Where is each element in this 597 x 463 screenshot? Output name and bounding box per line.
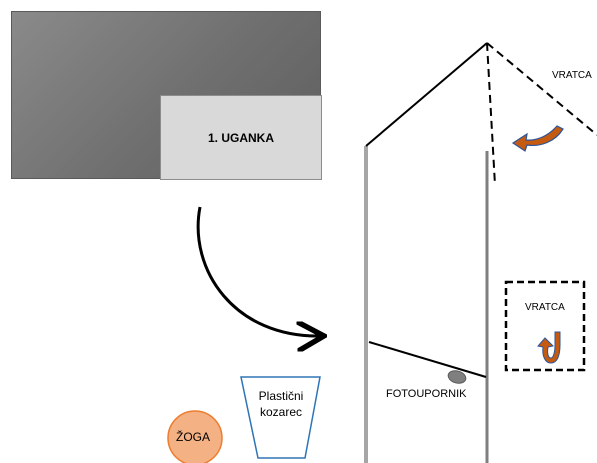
fotoupornik-label: FOTOUPORNIK [386,388,467,400]
glass-label: Plastični kozarec [249,388,313,420]
roof-left [365,42,488,147]
ball-label: ŽOGA [176,430,211,444]
rotation-arrow-top [511,125,564,152]
vratca-top-label: VRATCA [552,70,592,81]
rotation-arrow-box [537,331,561,364]
light-sensor [447,370,467,384]
curved-arrow [196,206,321,336]
glass-label-line1: Plastični [258,389,304,403]
ball [167,410,223,463]
door-dashed-line [486,42,496,186]
roof-right-dashed [486,42,597,136]
plastic-glass [240,376,321,459]
vratca-box-label: VRATCA [525,302,565,313]
glass-label-line2: kozarec [259,405,303,419]
shelf-line [368,341,487,378]
title-box: 1. UGANKA [160,95,322,180]
title-label: 1. UGANKA [207,130,274,145]
door-box [504,280,586,372]
